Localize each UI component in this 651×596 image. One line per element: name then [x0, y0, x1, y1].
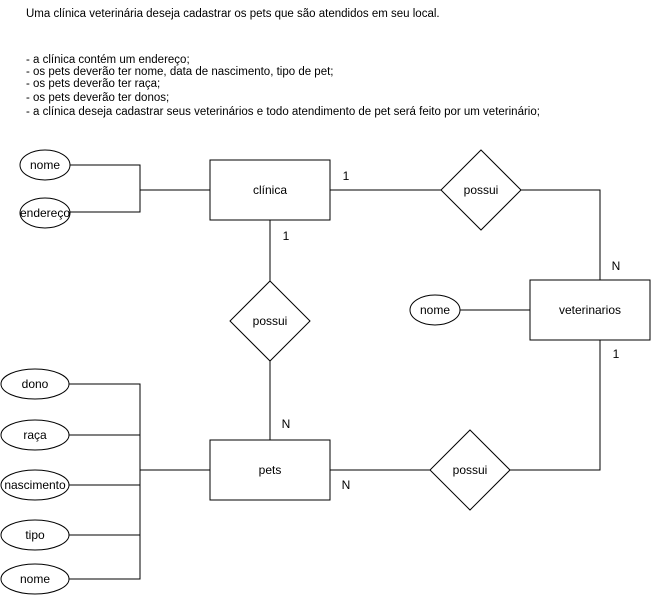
edge-possui-veterinarios [521, 189, 601, 280]
entity-clinica[interactable]: clínica [209, 159, 331, 221]
relationship-clinica-veterinarios[interactable]: possui [440, 149, 522, 231]
attribute-clinica-nome-label: nome [30, 158, 60, 172]
attribute-clinica-endereco[interactable]: endereço [19, 197, 71, 229]
relationship-clinica-veterinarios-label: possui [464, 183, 499, 197]
attribute-pets-tipo[interactable]: tipo [0, 519, 70, 551]
connectors [46, 164, 601, 580]
attribute-pets-raca-label: raça [23, 428, 47, 442]
attribute-clinica-endereco-label: endereço [20, 206, 70, 220]
edge-pets-attrs-bus [46, 383, 141, 580]
intro-text: Uma clínica veterinária deseja cadastrar… [26, 8, 440, 20]
cardinality-pets-vet-vet: 1 [613, 347, 620, 361]
edge-clinica-attrs [70, 164, 141, 213]
requirement-2: - os pets deverão ter nome, data de nasc… [26, 66, 334, 78]
cardinality-clinica-vet-clinica: 1 [343, 169, 350, 183]
relationship-pets-veterinarios[interactable]: possui [429, 429, 511, 511]
attribute-pets-raca[interactable]: raça [0, 419, 70, 451]
attribute-pets-nome-label: nome [20, 572, 50, 586]
attribute-clinica-nome[interactable]: nome [19, 149, 71, 181]
attribute-pets-tipo-label: tipo [25, 528, 45, 542]
requirement-1: - a clínica contém um endereço; [26, 54, 190, 66]
entity-pets[interactable]: pets [209, 439, 331, 501]
relationship-clinica-pets[interactable]: possui [229, 280, 311, 362]
attribute-pets-dono[interactable]: dono [0, 368, 70, 400]
requirement-4: - os pets deverão ter donos; [26, 92, 170, 104]
edge-possui3-veterinarios [510, 340, 601, 471]
attribute-pets-nascimento-label: nascimento [4, 478, 66, 492]
relationship-pets-veterinarios-label: possui [453, 463, 488, 477]
attribute-pets-nome[interactable]: nome [0, 563, 70, 595]
requirement-5: - a clínica deseja cadastrar seus veteri… [26, 106, 540, 118]
cardinality-clinica-pets-clinica: 1 [283, 229, 290, 243]
attribute-pets-nascimento[interactable]: nascimento [0, 469, 70, 501]
entity-clinica-label: clínica [253, 183, 287, 197]
entity-pets-label: pets [259, 463, 282, 477]
entity-veterinarios[interactable]: veterinarios [529, 279, 651, 341]
cardinality-pets-vet-pets: N [342, 478, 351, 492]
requirement-3: - os pets deverão ter raça; [26, 78, 161, 90]
entity-veterinarios-label: veterinarios [559, 303, 621, 317]
relationship-clinica-pets-label: possui [253, 314, 288, 328]
attribute-veterinarios-nome[interactable]: nome [409, 294, 461, 326]
attribute-veterinarios-nome-label: nome [420, 303, 450, 317]
cardinality-clinica-vet-vet: N [612, 259, 621, 273]
attribute-pets-dono-label: dono [22, 377, 49, 391]
cardinality-clinica-pets-pets: N [282, 417, 291, 431]
